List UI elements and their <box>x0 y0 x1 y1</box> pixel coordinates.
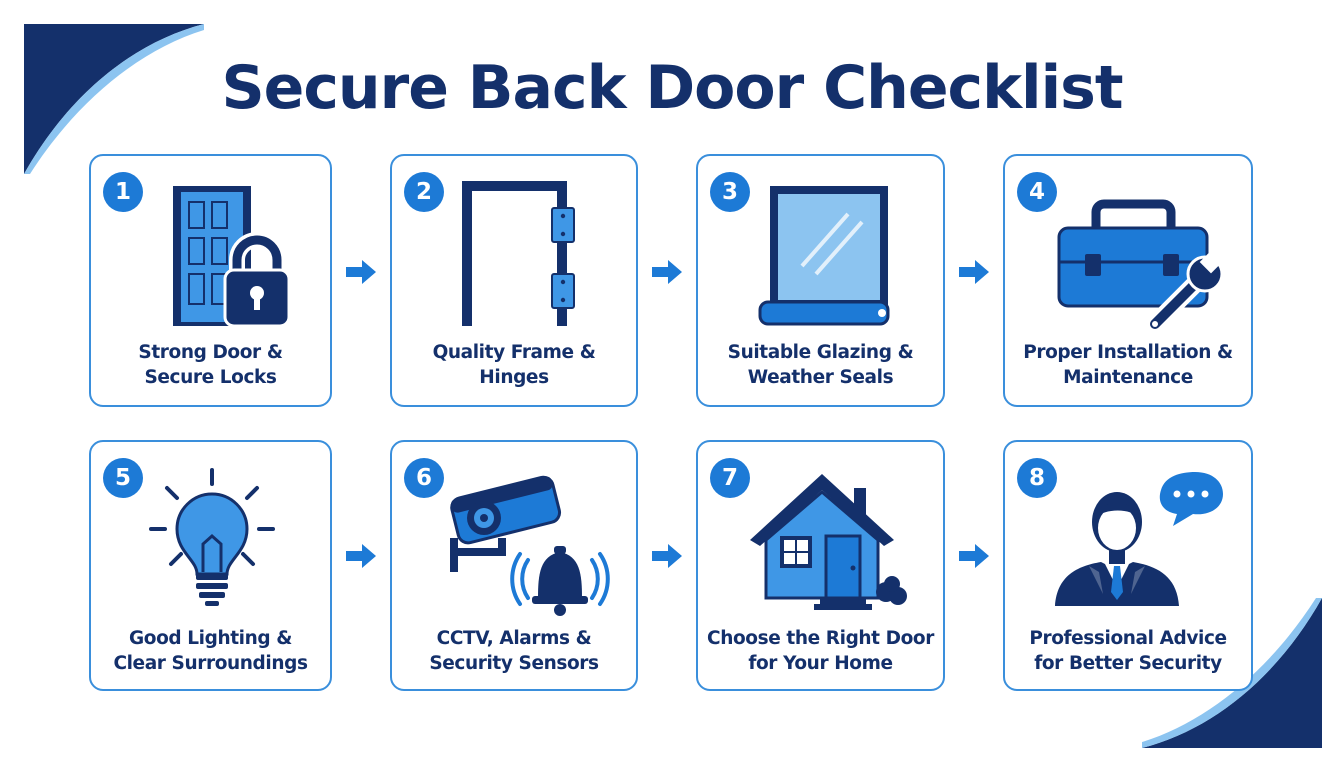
step-label: Suitable Glazing & Weather Seals <box>727 342 914 388</box>
step-label: CCTV, Alarms & Security Sensors <box>429 628 599 674</box>
house-icon <box>750 474 907 610</box>
window-glazing-icon <box>758 186 890 326</box>
step-card-6: 6 CCTV, Alarms & Security Sensors <box>390 440 638 691</box>
step-card-2: 2 Quality Frame & Hinges <box>390 154 638 407</box>
door-lock-icon <box>173 186 291 328</box>
step-number-badge: 4 <box>1017 172 1057 212</box>
step-label: Professional Advice for Better Security <box>1029 628 1227 674</box>
corner-decoration-top-left <box>24 24 204 174</box>
step-number-badge: 8 <box>1017 458 1057 498</box>
step-label: Choose the Right Door for Your Home <box>707 628 934 674</box>
step-number-badge: 5 <box>103 458 143 498</box>
toolbox-wrench-icon <box>1057 199 1224 333</box>
light-bulb-icon <box>149 468 275 606</box>
arrow-right-icon <box>652 544 682 568</box>
arrow-right-icon <box>959 544 989 568</box>
step-number-badge: 2 <box>404 172 444 212</box>
corner-decoration-bottom-right <box>1142 598 1322 748</box>
step-card-3: 3 Suitable Glazing & Weather Seals <box>696 154 945 407</box>
advisor-chat-icon <box>1055 472 1223 606</box>
step-card-7: 7 Choose the Right Door for Your Home <box>696 440 945 691</box>
arrow-right-icon <box>346 544 376 568</box>
step-label: Proper Installation & Maintenance <box>1023 342 1233 388</box>
arrow-right-icon <box>652 260 682 284</box>
step-label: Strong Door & Secure Locks <box>138 342 283 388</box>
step-card-4: 4 Proper Installation & Maintenance <box>1003 154 1253 407</box>
step-card-8: 8 Professional Advice for Better Securit… <box>1003 440 1253 691</box>
page-title: Secure Back Door Checklist <box>221 53 1123 123</box>
arrow-right-icon <box>959 260 989 284</box>
cctv-alarm-icon <box>450 475 610 616</box>
step-card-5: 5 Good Lighting & Clear Surroundings <box>89 440 332 691</box>
step-number-badge: 6 <box>404 458 444 498</box>
door-frame-hinges-icon <box>462 181 575 326</box>
arrow-right-icon <box>346 260 376 284</box>
step-number-badge: 3 <box>710 172 750 212</box>
step-number-badge: 7 <box>710 458 750 498</box>
step-number-badge: 1 <box>103 172 143 212</box>
step-card-1: 1 Strong Door & Secure Locks <box>89 154 332 407</box>
step-label: Quality Frame & Hinges <box>432 342 596 388</box>
step-label: Good Lighting & Clear Surroundings <box>113 628 308 674</box>
